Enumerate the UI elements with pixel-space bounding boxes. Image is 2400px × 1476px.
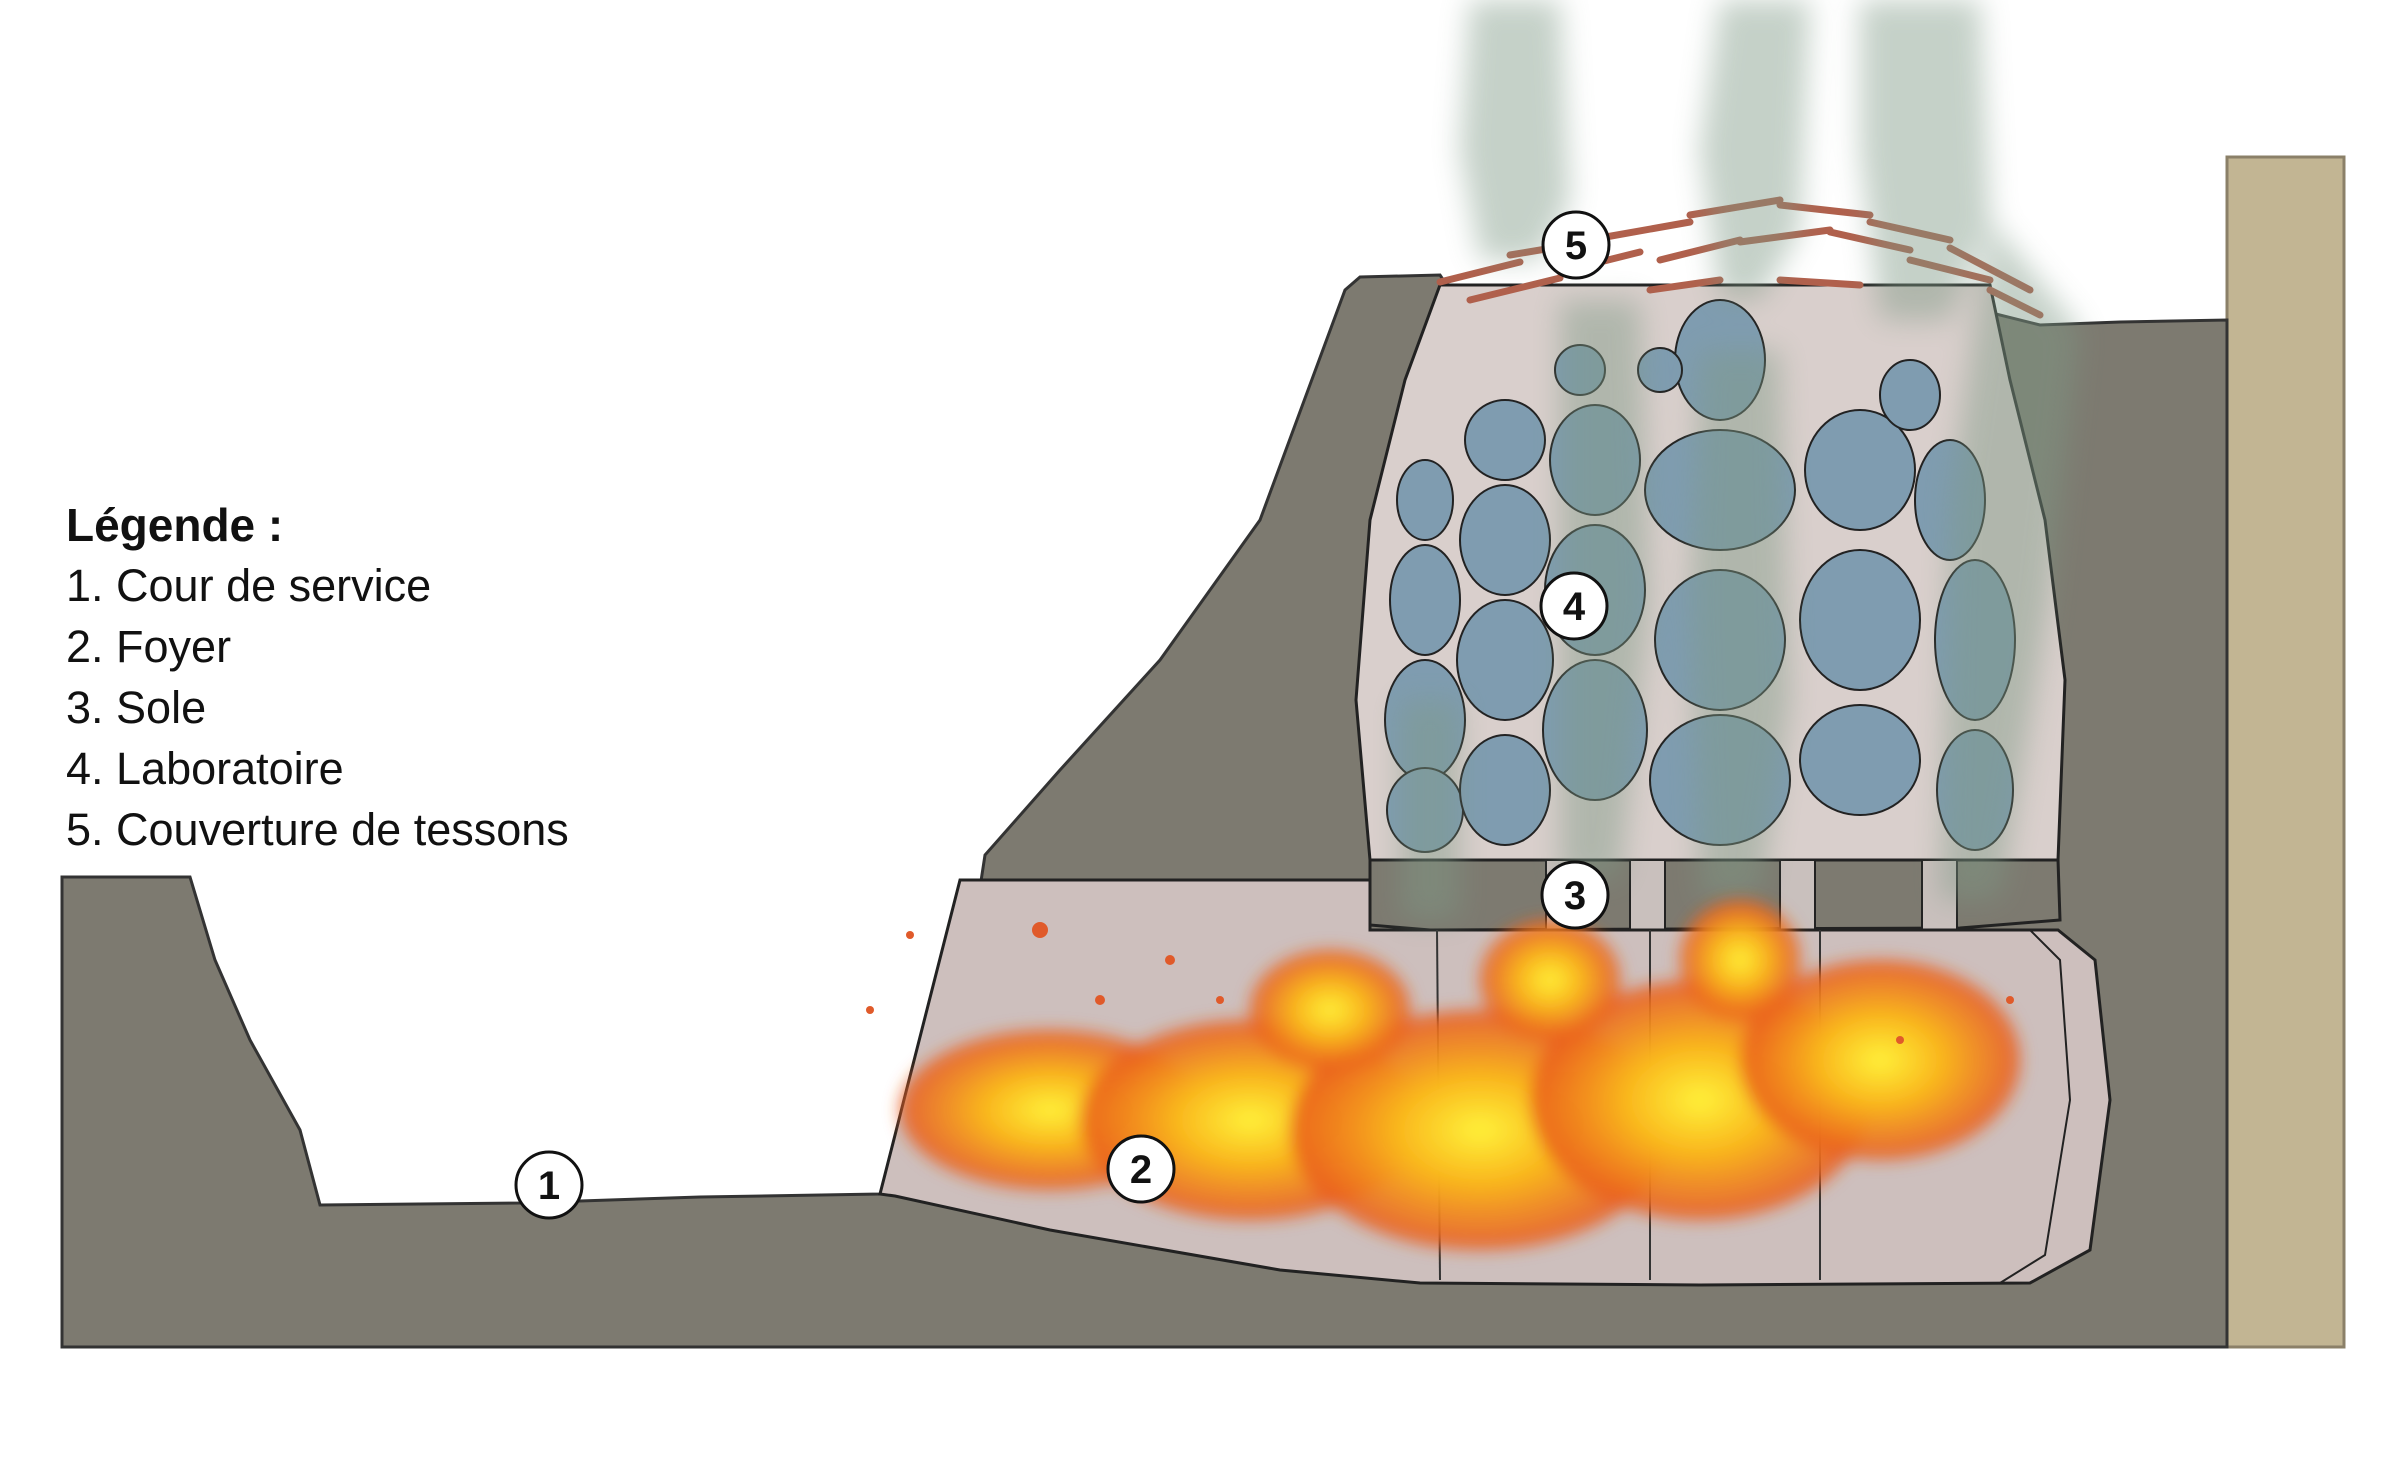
svg-text:4: 4 xyxy=(1563,585,1586,629)
legend-item-5: 5. Couverture de tessons xyxy=(66,804,569,855)
marker-1: 1 xyxy=(514,1150,584,1220)
marker-5: 5 xyxy=(1541,210,1611,280)
legend-title: Légende : xyxy=(66,499,284,551)
right-wall xyxy=(2225,155,2346,1349)
marker-2: 2 xyxy=(1106,1134,1176,1204)
smoke-plumes xyxy=(1400,0,2080,920)
sole-gap xyxy=(1629,859,1666,931)
legend-item-1: 1. Cour de service xyxy=(66,560,432,611)
legend-item-2: 2. Foyer xyxy=(66,621,232,672)
sole-gap xyxy=(1779,859,1816,931)
marker-3: 3 xyxy=(1540,860,1610,930)
svg-text:1: 1 xyxy=(538,1164,560,1208)
svg-text:5: 5 xyxy=(1565,224,1587,268)
legend-item-4: 4. Laboratoire xyxy=(66,743,344,794)
svg-text:3: 3 xyxy=(1564,874,1586,918)
svg-text:2: 2 xyxy=(1130,1148,1152,1192)
hearth-right-wall-line xyxy=(1999,929,2072,1284)
marker-4: 4 xyxy=(1539,571,1609,641)
sparks xyxy=(866,922,2014,1044)
legend: Légende : 1. Cour de service 2. Foyer 3.… xyxy=(66,495,569,860)
legend-item-3: 3. Sole xyxy=(66,682,207,733)
